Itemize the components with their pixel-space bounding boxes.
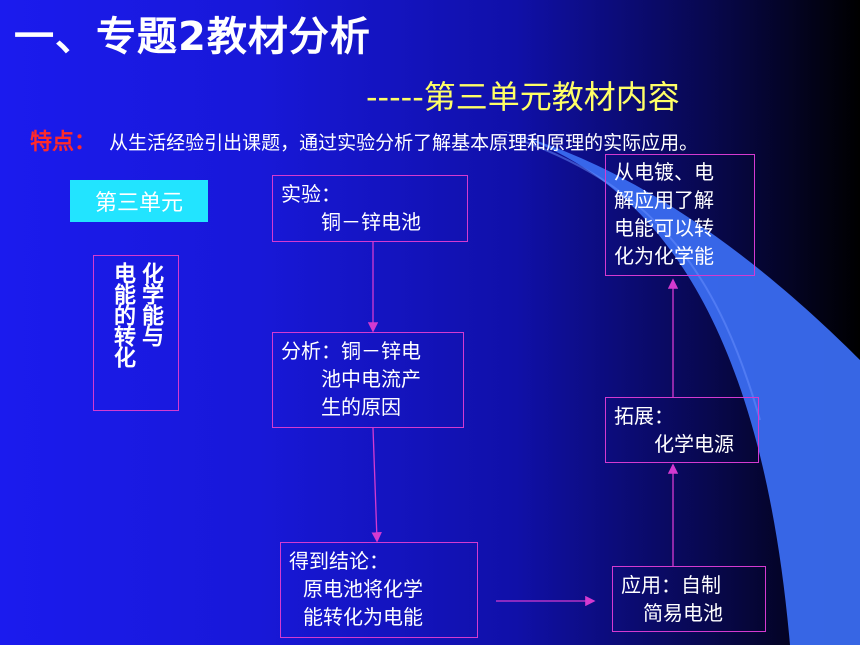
unit-topic-box: 化学能与 电能的转化	[93, 255, 179, 411]
electroplating-line2: 解应用了解	[614, 188, 714, 212]
analysis-line3: 生的原因	[321, 395, 401, 419]
experiment-box: 实验： 铜－锌电池	[272, 175, 468, 242]
electroplating-line3: 电能可以转	[614, 216, 714, 240]
conclusion-box: 得到结论： 原电池将化学 能转化为电能	[280, 542, 478, 638]
extension-line1: 拓展：	[614, 404, 674, 428]
slide-title: 一、专题2教材分析	[14, 14, 371, 60]
feature-text: 从生活经验引出课题，通过实验分析了解基本原理和原理的实际应用。	[109, 132, 699, 154]
analysis-line1: 分析：铜－锌电	[281, 339, 421, 363]
slide-subtitle: -----第三单元教材内容	[366, 78, 680, 116]
arrow-analysis-to-conclusion	[371, 427, 382, 543]
experiment-line2: 铜－锌电池	[321, 210, 421, 234]
electroplating-line1: 从电镀、电	[614, 160, 714, 184]
electroplating-box: 从电镀、电 解应用了解 电能可以转 化为化学能	[605, 154, 755, 276]
extension-line2: 化学电源	[654, 432, 734, 456]
extension-box: 拓展： 化学电源	[605, 397, 759, 463]
application-line2: 简易电池	[643, 601, 723, 625]
experiment-line1: 实验：	[281, 182, 341, 206]
electroplating-line4: 化为化学能	[614, 244, 714, 268]
conclusion-line3: 能转化为电能	[303, 605, 423, 629]
application-box: 应用：自制 简易电池	[612, 566, 766, 632]
conclusion-line2: 原电池将化学	[303, 577, 423, 601]
unit-topic-col-right: 化学能与	[138, 262, 163, 346]
unit-tag: 第三单元	[70, 180, 208, 222]
unit-topic-col-left: 电能的转化	[110, 262, 135, 367]
analysis-line2: 池中电流产	[321, 367, 421, 391]
application-line1: 应用：自制	[621, 573, 721, 597]
feature-label: 特点：	[30, 130, 97, 155]
feature-line: 特点： 从生活经验引出课题，通过实验分析了解基本原理和原理的实际应用。	[30, 124, 698, 156]
conclusion-line1: 得到结论：	[289, 549, 389, 573]
